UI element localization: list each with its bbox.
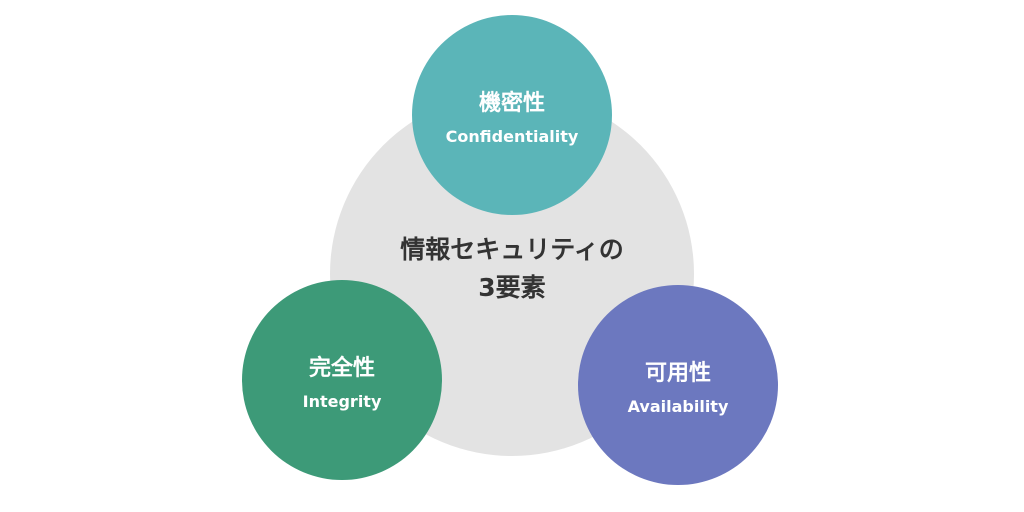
- availability-en: Availability: [627, 396, 729, 416]
- confidentiality-jp: 機密性: [478, 90, 545, 116]
- availability-circle: 可用性 Availability: [578, 285, 778, 485]
- title-line1: 情報セキュリティの: [400, 235, 624, 264]
- integrity-circle: 完全性 Integrity: [242, 280, 442, 480]
- diagram-title: 情報セキュリティの 3要素: [400, 231, 624, 307]
- title-line2: 3要素: [478, 273, 546, 302]
- confidentiality-circle: 機密性 Confidentiality: [412, 15, 612, 215]
- confidentiality-en: Confidentiality: [445, 126, 579, 146]
- integrity-jp: 完全性: [308, 355, 375, 381]
- availability-jp: 可用性: [644, 360, 711, 386]
- integrity-en: Integrity: [302, 391, 382, 411]
